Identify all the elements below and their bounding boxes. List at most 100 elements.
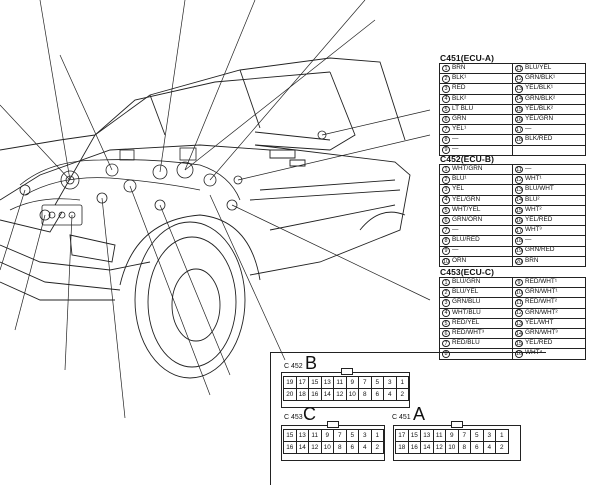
wire-color: WHT² bbox=[525, 205, 542, 213]
pin-number: 14 bbox=[515, 329, 523, 338]
connector-pin: 13 bbox=[295, 429, 309, 442]
table-title-c453: C453(ECU-C) bbox=[440, 267, 494, 277]
wire-color: RED/WHT³ bbox=[452, 328, 484, 336]
pin-number: 18 bbox=[515, 237, 523, 245]
pin-number: 13 bbox=[515, 186, 523, 194]
connector-pin: 12 bbox=[333, 388, 347, 401]
pin-cell: 8— bbox=[439, 134, 513, 146]
pin-cell: 9— bbox=[439, 245, 513, 257]
pin-number: 2 bbox=[442, 289, 450, 297]
pin-cell bbox=[512, 144, 586, 156]
connector-pin: 17 bbox=[395, 429, 409, 442]
pin-cell: 18— bbox=[512, 235, 586, 247]
connector-pin: 6 bbox=[345, 441, 359, 454]
connector-pin: 19 bbox=[283, 376, 297, 389]
pin-number: 2 bbox=[442, 176, 450, 184]
connector-pin: 1 bbox=[370, 429, 384, 442]
pin-number: 10 bbox=[515, 289, 523, 297]
pin-number: 19 bbox=[515, 247, 523, 255]
wire-color: WHT/BLU bbox=[452, 308, 481, 316]
wire-color: BLK² bbox=[452, 94, 467, 102]
wire-color: ORN bbox=[452, 256, 467, 264]
wire-color: GRN/BLK¹ bbox=[525, 74, 556, 82]
connector-c451-latch bbox=[451, 421, 463, 428]
connector-pin: 4 bbox=[358, 441, 372, 454]
connector-panel-step bbox=[420, 352, 545, 367]
pin-number: 17 bbox=[515, 125, 523, 134]
wire-color: GRN bbox=[452, 114, 467, 122]
pin-number: 6 bbox=[442, 216, 450, 225]
pin-number: 16 bbox=[515, 350, 523, 358]
pin-number: 14 bbox=[515, 196, 523, 204]
connector-pin: 14 bbox=[420, 441, 434, 454]
pin-number: 5 bbox=[442, 319, 450, 328]
wire-color: RED bbox=[452, 84, 466, 92]
pin-cell: 7— bbox=[439, 225, 513, 237]
pin-number: 10 bbox=[442, 257, 450, 266]
connector-pin: 5 bbox=[345, 429, 359, 442]
connector-pin: 13 bbox=[320, 376, 334, 389]
connector-pin: 12 bbox=[432, 441, 446, 454]
pin-number: 4 bbox=[442, 309, 450, 317]
connector-pin: 10 bbox=[345, 388, 359, 401]
wire-color: YEL/RED bbox=[525, 215, 553, 223]
pin-number: 3 bbox=[442, 186, 450, 194]
pin-number: 3 bbox=[442, 85, 450, 93]
pin-number: 8 bbox=[442, 350, 450, 358]
pin-number: 1 bbox=[442, 278, 450, 287]
connector-pin: 15 bbox=[308, 376, 322, 389]
connector-pin: 11 bbox=[432, 429, 446, 442]
connector-panel bbox=[270, 352, 546, 485]
connector-pin: 8 bbox=[333, 441, 347, 454]
connector-pin: 8 bbox=[457, 441, 471, 454]
connector-pin: 15 bbox=[407, 429, 421, 442]
pin-number: 1 bbox=[442, 64, 450, 73]
pin-number: 12 bbox=[515, 176, 523, 184]
wire-color: RED/YEL bbox=[452, 318, 480, 326]
connector-label-c453: C 453 bbox=[284, 414, 303, 421]
connector-pin: 2 bbox=[370, 441, 384, 454]
pin-cell: 17— bbox=[512, 124, 586, 136]
wire-color: YEL/WHT bbox=[525, 318, 554, 326]
connector-pin: 13 bbox=[420, 429, 434, 442]
wire-color: GRN/RED bbox=[525, 246, 555, 254]
connector-pin: 10 bbox=[445, 441, 459, 454]
connector-pin: 8 bbox=[358, 388, 372, 401]
pin-number: 18 bbox=[515, 136, 523, 144]
